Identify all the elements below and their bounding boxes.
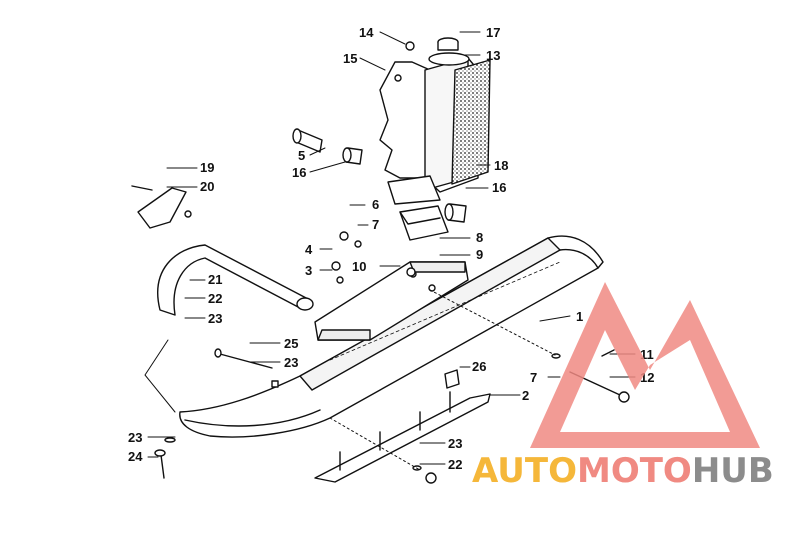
- callout-5: 5: [298, 148, 305, 163]
- watermark-triangle: [530, 282, 760, 448]
- callout-1: 1: [576, 309, 583, 324]
- callout-23a: 23: [208, 311, 222, 326]
- callout-19: 19: [200, 160, 214, 175]
- leader-lines: [144, 31, 636, 471]
- callout-23d: 23: [128, 430, 142, 445]
- cap-part: [437, 37, 459, 51]
- callout-18: 18: [494, 158, 508, 173]
- watermark-moto: MOTO: [577, 451, 692, 491]
- watermark-logo: AUTOMOTOHUB: [472, 282, 774, 491]
- watermark-hub: HUB: [692, 451, 774, 491]
- callout-24: 24: [128, 449, 143, 464]
- carbide-runner-part: [314, 391, 491, 483]
- callout-8: 8: [476, 230, 483, 245]
- callout-9: 9: [476, 247, 483, 262]
- callout-20: 20: [200, 179, 214, 194]
- handle-clamp-part: [131, 185, 192, 229]
- callout-7b: 7: [530, 370, 537, 385]
- callout-13: 13: [486, 48, 500, 63]
- callout-16b: 16: [492, 180, 506, 195]
- callout-2: 2: [522, 388, 529, 403]
- watermark-auto: AUTO: [472, 451, 577, 491]
- callout-21: 21: [208, 272, 222, 287]
- bushing-parts: [292, 128, 467, 223]
- callout-23c: 23: [448, 436, 462, 451]
- callout-22a: 22: [208, 291, 222, 306]
- callout-4: 4: [305, 242, 313, 257]
- ski-saddle-part: [314, 261, 469, 341]
- ski-part: [179, 235, 604, 438]
- spindle-part: [379, 52, 491, 205]
- svg-text:AUTOMOTOHUB: AUTOMOTOHUB: [472, 451, 774, 491]
- bolt-parts: [154, 348, 630, 479]
- callout-15: 15: [343, 51, 357, 66]
- callout-17: 17: [486, 25, 500, 40]
- callout-23b: 23: [284, 355, 298, 370]
- callout-22b: 22: [448, 457, 462, 472]
- callout-3: 3: [305, 263, 312, 278]
- bumper-part: [444, 369, 460, 389]
- callout-16a: 16: [292, 165, 306, 180]
- callout-6: 6: [372, 197, 379, 212]
- callout-7a: 7: [372, 217, 379, 232]
- callout-14: 14: [359, 25, 374, 40]
- ski-loop-part: [157, 244, 314, 316]
- hardware-parts: [164, 41, 561, 484]
- callout-25: 25: [284, 336, 298, 351]
- callout-10: 10: [352, 259, 366, 274]
- wear-block-part: [399, 205, 449, 241]
- callout-26: 26: [472, 359, 486, 374]
